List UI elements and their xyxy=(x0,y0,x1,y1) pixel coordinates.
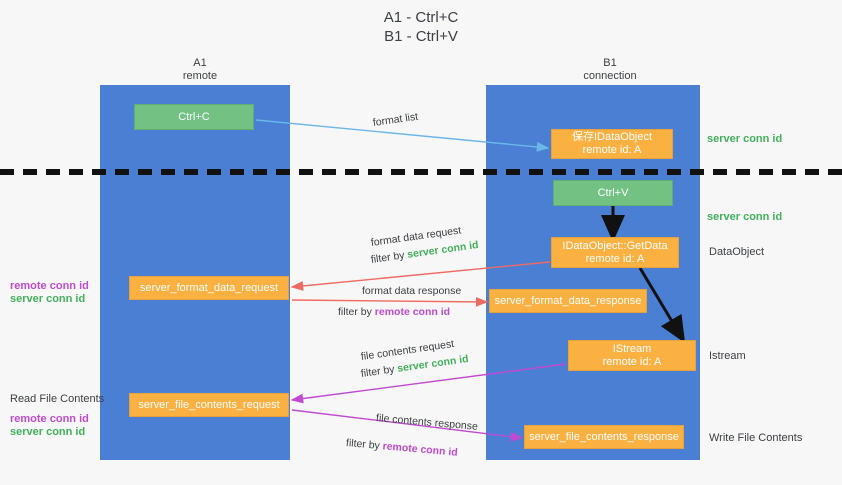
filter-prefix-1: filter by xyxy=(370,248,409,266)
title-line-2: B1 - Ctrl+V xyxy=(384,28,458,45)
node-save-idataobject-line2: remote id: A xyxy=(582,144,642,156)
note-istream: Istream xyxy=(709,350,746,362)
edge-label-format-list: format list xyxy=(372,110,419,129)
filter-prefix-4: filter by xyxy=(345,437,384,453)
note-server-conn-id-mid: server conn id xyxy=(707,211,783,223)
node-server-format-data-response-label: server_format_data_response xyxy=(494,294,642,307)
lane-b1-role: connection xyxy=(583,70,637,82)
node-getdata-line1: IDataObject::GetData xyxy=(562,239,668,252)
node-istream[interactable]: IStream remote id: A xyxy=(568,340,696,371)
node-ctrl-c-label: Ctrl+C xyxy=(178,110,210,123)
lane-a1-role: remote xyxy=(182,70,218,82)
node-istream-line1: IStream xyxy=(612,342,652,355)
node-ctrl-c[interactable]: Ctrl+C xyxy=(134,104,254,130)
filter-prefix-3: filter by xyxy=(360,362,399,380)
filter-value-2: remote conn id xyxy=(374,306,451,318)
node-server-format-data-response[interactable]: server_format_data_response xyxy=(489,289,647,313)
node-server-file-contents-response-label: server_file_contents_response xyxy=(529,430,679,443)
node-server-file-contents-response[interactable]: server_file_contents_response xyxy=(524,425,684,449)
note-server-conn-id-1: server conn id xyxy=(10,293,86,305)
title-line-1: A1 - Ctrl+C xyxy=(383,9,459,26)
filter-prefix-2: filter by xyxy=(338,306,375,318)
page-title: A1 - Ctrl+C B1 - Ctrl+V xyxy=(0,8,842,46)
note-server-conn-id-2: server conn id xyxy=(10,426,86,438)
node-server-format-data-request-label: server_format_data_request xyxy=(139,281,279,294)
edge-label-format-data-response-filter: filter by remote conn id xyxy=(338,306,450,319)
note-remote-conn-id-1: remote conn id xyxy=(10,280,89,292)
note-write-file-contents: Write File Contents xyxy=(709,432,803,444)
note-read-file-contents: Read File Contents xyxy=(10,393,105,405)
lane-header-a1: A1 remote xyxy=(140,57,260,83)
node-getdata-line2: remote id: A xyxy=(585,252,645,265)
edge-label-format-data-response: format data response xyxy=(362,285,462,297)
node-ctrl-v-label: Ctrl+V xyxy=(597,186,629,199)
note-server-conn-id-top: server conn id xyxy=(707,133,783,145)
note-dataobject: DataObject xyxy=(709,246,765,258)
lane-b1-name: B1 xyxy=(603,57,617,69)
node-istream-line2: remote id: A xyxy=(602,355,662,368)
filter-value-4: remote conn id xyxy=(382,440,459,459)
lane-a1-name: A1 xyxy=(193,57,207,69)
node-ctrl-v[interactable]: Ctrl+V xyxy=(553,180,673,206)
node-idataobject-getdata[interactable]: IDataObject::GetData remote id: A xyxy=(551,237,679,268)
node-save-idataobject[interactable]: 保存IDataObject remote id: A xyxy=(551,129,673,159)
note-remote-conn-id-2: remote conn id xyxy=(10,413,89,425)
node-server-format-data-request[interactable]: server_format_data_request xyxy=(129,276,289,300)
lane-header-b1: B1 connection xyxy=(545,57,675,83)
node-server-file-contents-request[interactable]: server_file_contents_request xyxy=(129,393,289,417)
node-save-idataobject-line1: 保存IDataObject xyxy=(571,131,653,143)
node-server-file-contents-request-label: server_file_contents_request xyxy=(138,398,280,411)
edge-label-file-contents-response: file contents response xyxy=(375,412,479,433)
edge-label-file-contents-response-filter: filter by remote conn id xyxy=(345,437,459,460)
